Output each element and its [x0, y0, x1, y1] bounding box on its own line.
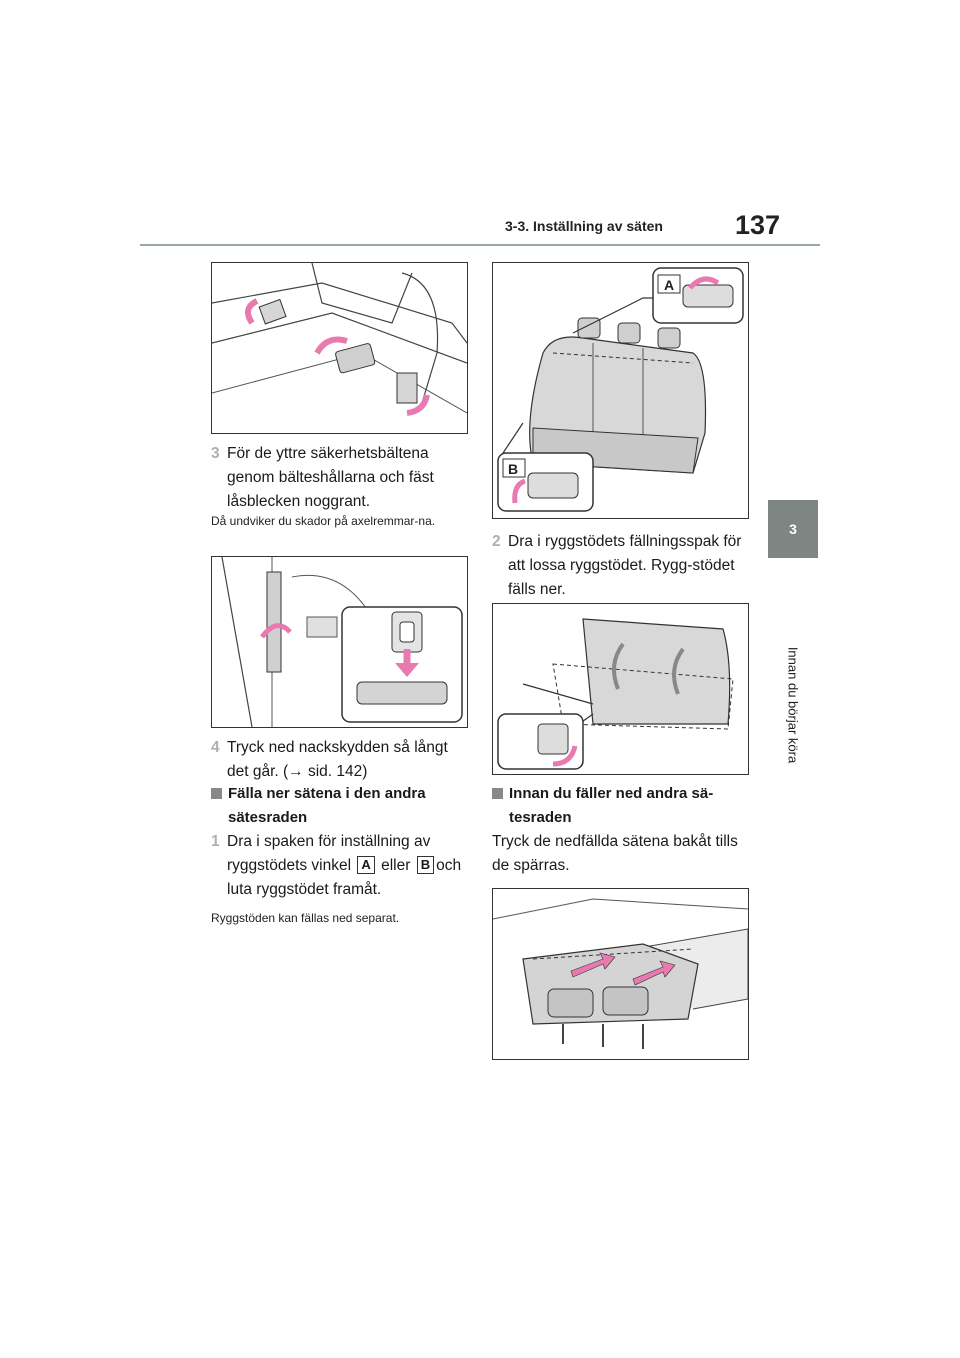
step-number: 4: [211, 739, 220, 756]
bullet-square-icon: [211, 788, 222, 799]
figure-fold-down: [492, 603, 749, 775]
seat-levers-illustration: A B: [497, 267, 744, 512]
chapter-title: Innan du börjar köra: [785, 646, 801, 764]
section-title: 3-3. Inställning av säten: [505, 218, 663, 234]
step-4: 4 Tryck ned nackskydden så långt det går…: [211, 736, 471, 784]
step-number: 2: [492, 533, 501, 550]
step-3: 3 För de yttre säkerhetsbältena genom bä…: [211, 442, 471, 514]
heading-before-fold: Innan du fäller ned andra sä-tesraden: [492, 782, 752, 830]
step-number: 1: [211, 833, 220, 850]
step-1: 1 Dra i spaken för inställning av ryggst…: [211, 830, 471, 902]
bullet-square-icon: [492, 788, 503, 799]
push-back-illustration: [493, 898, 748, 1049]
note-separate-fold: Ryggstöden kan fällas ned separat.: [211, 911, 400, 925]
label-b-badge: B: [416, 856, 435, 874]
figure-push-back: [492, 888, 749, 1060]
fold-down-illustration: [497, 618, 734, 770]
figure-seat-levers: A B: [492, 262, 749, 519]
belt-holders-illustration: [212, 263, 467, 416]
note-shoulder-belts: Då undviker du skador på axelremmar-na.: [211, 514, 436, 528]
header-divider: [140, 244, 820, 246]
step-text: Dra i ryggstödets fällningsspak för att …: [508, 533, 742, 598]
chapter-tab: 3: [768, 500, 818, 558]
page-number: 137: [735, 210, 781, 240]
step-2: 2 Dra i ryggstödets fällningsspak för at…: [492, 530, 752, 602]
figure-label-b: B: [508, 461, 518, 477]
belt-guide-illustration: [221, 557, 463, 727]
figure-belt-holders: [211, 262, 468, 434]
figure-label-a: A: [664, 277, 674, 293]
figure-belt-guide: [211, 556, 468, 728]
step-text: Tryck ned nackskydden så långt det går. …: [227, 739, 448, 780]
step-text: För de yttre säkerhetsbältena genom bält…: [227, 445, 434, 510]
step-number: 3: [211, 445, 220, 462]
body-push-seats: Tryck de nedfällda sätena bakåt tills de…: [492, 833, 738, 874]
heading-fold-second-row: Fälla ner sätena i den andra sätesraden: [211, 782, 471, 830]
label-a-badge: A: [357, 856, 375, 874]
